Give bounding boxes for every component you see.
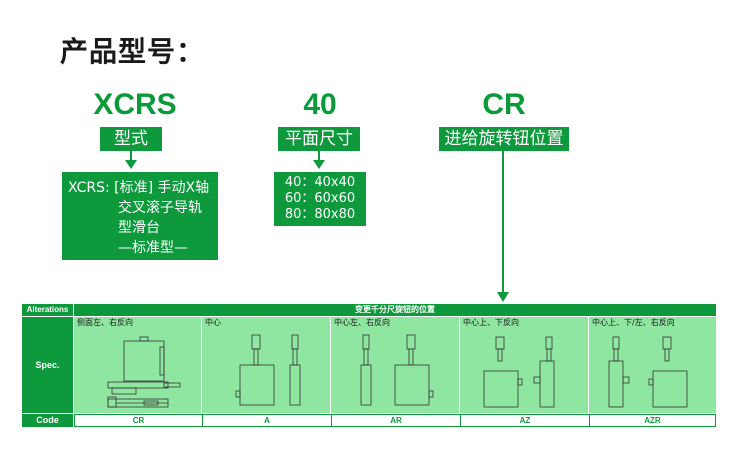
size-detail-80: 80：80x80 xyxy=(284,207,356,222)
code-row: CR A AR AZ AZR xyxy=(74,414,716,427)
code-cell-cr: CR xyxy=(75,415,203,426)
type-details-box: XCRS: [标准] 手动X轴 交叉滚子导轨 型滑台 —标准型— xyxy=(62,172,218,260)
down-arrow-icon xyxy=(125,160,137,169)
code-cell-az: AZ xyxy=(461,415,590,426)
type-detail-4: —标准型— xyxy=(118,240,188,256)
page-title: 产品型号： xyxy=(60,35,206,68)
stage-diagram-azr xyxy=(608,336,688,408)
size-details-box: 40：40x40 60：60x60 80：80x80 xyxy=(274,172,366,226)
spec-cell-az: 中心上、下反向 xyxy=(460,317,589,413)
connector-line xyxy=(130,151,132,161)
table-header: 变更千分尺旋钮的位置 xyxy=(74,304,716,316)
type-detail-1: XCRS: [标准] 手动X轴 xyxy=(68,180,210,196)
type-detail-3: 型滑台 xyxy=(118,220,160,236)
spec-cell-label: 中心上、下/左、右反向 xyxy=(592,318,675,327)
spec-cell-label: 侧面左、右反向 xyxy=(77,318,133,327)
code-cell-azr: AZR xyxy=(644,416,661,425)
spec-cell-label: 中心 xyxy=(205,318,221,327)
alterations-label: Alterations xyxy=(22,304,73,316)
connector-line xyxy=(502,151,504,294)
spec-cell-label: 中心上、下反向 xyxy=(463,318,519,327)
stage-diagram-az xyxy=(483,336,555,408)
code-cell-ar: AR xyxy=(332,415,461,426)
code-cell-a: A xyxy=(203,415,332,426)
stage-diagram-a xyxy=(235,334,301,406)
down-arrow-icon xyxy=(497,292,509,302)
code-knob-position: CR xyxy=(482,88,526,121)
spec-cell-ar: 中心左、右反向 xyxy=(331,317,460,413)
connector-line xyxy=(318,151,320,161)
spec-cell-azr: 中心上、下/左、右反向 xyxy=(589,317,716,413)
code-label: Code xyxy=(22,414,73,427)
spec-cell-label: 中心左、右反向 xyxy=(334,318,390,327)
stage-diagram-cr xyxy=(107,336,181,408)
tag-plane-size: 平面尺寸 xyxy=(278,127,360,151)
code-size: 40 xyxy=(303,88,337,121)
down-arrow-icon xyxy=(313,160,325,169)
spec-area: 侧面左、右反向 中心 xyxy=(74,317,716,413)
size-detail-40: 40：40x40 xyxy=(284,175,356,190)
size-detail-60: 60：60x60 xyxy=(284,191,356,206)
spec-cell-a: 中心 xyxy=(202,317,331,413)
stage-diagram-ar xyxy=(360,334,434,406)
spec-label: Spec. xyxy=(22,317,73,413)
tag-type: 型式 xyxy=(100,127,162,151)
tag-knob-position: 进给旋转钮位置 xyxy=(439,127,569,151)
code-xcrs: XCRS xyxy=(93,88,177,121)
spec-cell-cr: 侧面左、右反向 xyxy=(74,317,202,413)
type-detail-2: 交叉滚子导轨 xyxy=(118,200,202,216)
